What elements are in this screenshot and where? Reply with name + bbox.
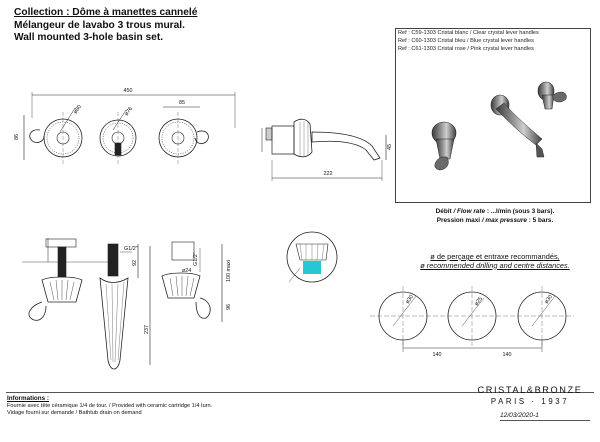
valve-cap <box>45 238 77 248</box>
dim-text-86: 86 <box>14 134 20 140</box>
front-center-flutes <box>102 122 134 154</box>
brand-logo: CRISTAL&BRONZE PARIS · 1937 <box>470 385 590 407</box>
reference-list: Ref : C59-1303 Cristal blanc / Clear cry… <box>398 29 539 54</box>
spout-body <box>99 277 129 370</box>
dim-text-100: 100 maxi <box>226 260 232 282</box>
dim-text-92: 92 <box>132 260 138 266</box>
detail-flutes <box>299 243 325 261</box>
reference-line: Ref : C61-1303 Cristal rose / Pink cryst… <box>398 46 534 53</box>
drilling-title-en: ø recommended drilling and centre distan… <box>420 260 570 270</box>
valve-stem <box>57 246 67 278</box>
spout-pipe <box>107 243 119 277</box>
spout-flutes <box>105 281 125 363</box>
dim-text-85: 85 <box>179 100 185 106</box>
product-photo <box>431 81 567 171</box>
right-dome-flutes <box>169 275 195 297</box>
flow-pressure-block: Débit / Flow rate : ...l/min (sous 3 bar… <box>402 208 588 225</box>
section-view-right <box>161 241 223 322</box>
detail-rosette <box>295 243 329 261</box>
side-spout <box>311 131 381 161</box>
right-handle-lever <box>195 297 211 319</box>
drilling-title: ø de perçage et entraxe recommandés, ø r… <box>400 252 590 270</box>
dim-text-d80: ø80 <box>73 104 83 115</box>
reference-line: Ref : C59-1303 Cristal blanc / Clear cry… <box>398 30 539 36</box>
info-block: Informations : Fournie avec tête céramiq… <box>7 395 367 417</box>
photo-left-lever <box>434 156 449 171</box>
title-block: Collection : Dôme à manettes cannelé Mél… <box>14 7 274 45</box>
detail-crystal <box>286 231 338 283</box>
info-heading: Informations : <box>7 395 49 402</box>
dim-text-d76: ø76 <box>124 106 134 117</box>
dim-text-drill-a: ø30 <box>405 294 415 305</box>
drilling-title-fr: ø de perçage et entraxe recommandés, <box>430 252 560 261</box>
product-name-fr: Mélangeur de lavabo 3 trous mural. <box>14 19 185 31</box>
dim-text-222: 222 <box>324 171 333 177</box>
dim-text-96: 96 <box>226 304 232 310</box>
photo-spout-arm <box>495 102 543 146</box>
front-view <box>23 92 236 164</box>
dim-text-237: 237 <box>144 325 150 334</box>
date-underline <box>500 420 590 421</box>
dim-text-thread2: G1/2" <box>193 252 199 266</box>
reference-line: Ref : C60-1303 Cristal bleu / Blue cryst… <box>398 38 534 45</box>
side-view <box>261 118 387 181</box>
photo-right-body <box>541 94 555 110</box>
dim-text-drill-b: ø25 <box>474 296 484 307</box>
product-name-en: Wall mounted 3-hole basin set. <box>14 32 164 44</box>
photo-left-body <box>435 138 455 160</box>
dim-text-overall: 450 <box>124 88 133 94</box>
side-rosette <box>293 118 313 158</box>
reference-box: Ref : C59-1303 Cristal blanc / Clear cry… <box>395 28 591 203</box>
collection-title: Collection : Dôme à manettes cannelé <box>14 7 198 18</box>
info-line: Vidage fourni sur demande / Bathtub drai… <box>7 410 142 416</box>
section-view-left <box>22 238 112 321</box>
photo-spout-tip <box>535 142 545 158</box>
detail-circle <box>286 231 338 283</box>
photo-right-lever <box>552 91 567 103</box>
handle-lever <box>28 301 47 321</box>
dim-text-thread1: G1/2" <box>124 246 138 252</box>
max-pressure-line: Pression maxi / max pressure : 5 bars. <box>436 216 554 224</box>
info-divider <box>6 392 594 393</box>
leader-drill-a <box>392 295 417 327</box>
drilling-plan <box>370 286 574 352</box>
leader-detail <box>288 267 301 283</box>
front-left-lever <box>29 129 45 143</box>
crystal-insert <box>303 261 321 274</box>
leader-drill-b <box>461 297 485 327</box>
side-handle-body <box>271 125 295 155</box>
front-right-lever <box>194 130 209 145</box>
handle-dome <box>41 276 83 303</box>
dome-flutes <box>49 279 75 301</box>
dim-text-140a: 140 <box>433 352 442 358</box>
right-handle-dome <box>161 272 201 299</box>
dim-text-drill-c: ø30 <box>544 294 554 305</box>
info-line: Fournie avec tête céramique 1/4 de tour.… <box>7 403 213 409</box>
dimension-labels: 450 ø80 ø76 85 86 45 222 G1/2" G1/2" ø24… <box>14 88 554 358</box>
leader-d80 <box>59 107 76 133</box>
brand-name: CRISTAL&BRONZE <box>477 385 583 395</box>
revision-date: 12/03/2020-1 <box>500 412 539 419</box>
dim-text-140b: 140 <box>503 352 512 358</box>
dim-text-d24: ø24 <box>182 268 191 274</box>
dim-text-45: 45 <box>387 144 393 150</box>
section-view-spout <box>99 243 151 370</box>
flow-rate-line: Débit / Flow rate : ...l/min (sous 3 bar… <box>435 208 555 215</box>
right-valve-box <box>171 241 195 261</box>
side-body-back <box>265 127 273 141</box>
brand-subtitle: PARIS · 1937 <box>490 397 570 406</box>
leader-drill-c <box>531 295 556 327</box>
